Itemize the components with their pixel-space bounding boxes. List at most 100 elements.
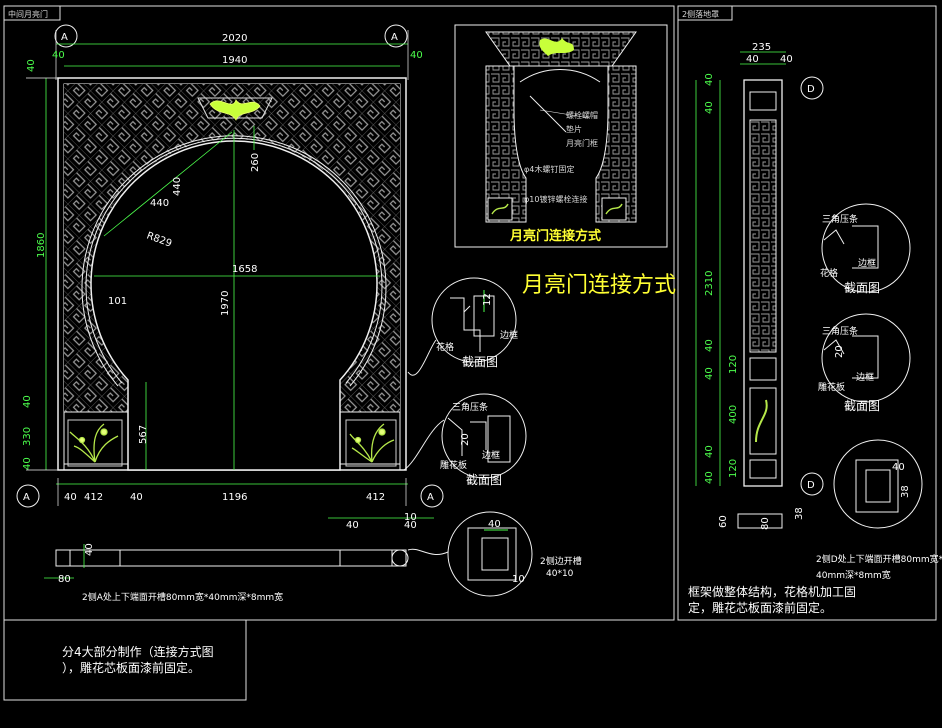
dim-top-right: 40: [410, 50, 423, 61]
svg-text:10: 10: [512, 574, 525, 585]
svg-text:60: 60: [718, 515, 729, 528]
svg-text:A: A: [61, 32, 68, 43]
svg-text:40: 40: [704, 339, 715, 352]
svg-text:A: A: [23, 492, 30, 503]
side-dimension-lines: [695, 51, 786, 486]
section-view-label-2: 截面图: [466, 473, 502, 487]
dim-opening-width: 1658: [232, 264, 257, 275]
dim-567: 567: [138, 425, 149, 444]
dim-bottom-1196: 1196: [222, 492, 247, 503]
side-section-lower: 三角压条 20 雕花板 边框 截面图: [818, 313, 911, 413]
svg-text:截面图: 截面图: [844, 399, 880, 413]
svg-text:花格: 花格: [436, 341, 454, 353]
side-screen-elevation: [743, 79, 783, 487]
svg-text:三角压条: 三角压条: [452, 401, 488, 413]
dim-small-40: 40: [404, 520, 417, 531]
dim-bottom-40c: 40: [346, 520, 359, 531]
rail-dim-80: 80: [58, 574, 71, 585]
front-dimension-lines: [45, 43, 434, 519]
dim-height-total: 1860: [36, 233, 47, 258]
dim-top-left: 40: [52, 50, 65, 61]
grid-marker-a-top-right: A: [384, 24, 408, 48]
svg-text:D: D: [807, 480, 815, 491]
svg-text:40: 40: [892, 462, 905, 473]
svg-text:φ4木螺钉固定: φ4木螺钉固定: [524, 164, 574, 174]
dim-top-rail: 40: [26, 59, 37, 72]
dim-small-10: 10: [404, 512, 417, 523]
svg-text:月亮门框: 月亮门框: [566, 138, 598, 148]
svg-text:2310: 2310: [704, 271, 715, 296]
grid-marker-d-top: D: [800, 76, 824, 100]
svg-text:边框: 边框: [500, 329, 518, 341]
svg-text:40: 40: [780, 54, 793, 65]
svg-text:花格: 花格: [820, 267, 838, 279]
dim-bot-330: 330: [22, 427, 33, 446]
svg-text:D: D: [807, 84, 815, 95]
groove-detail: 40 10 2侧边开槽 40*10: [407, 511, 582, 597]
grid-marker-d-bottom: D: [800, 472, 824, 496]
dim-bottom-40a: 40: [64, 492, 77, 503]
svg-text:40: 40: [704, 471, 715, 484]
svg-text:截面图: 截面图: [844, 281, 880, 295]
svg-text:螺栓螺帽: 螺栓螺帽: [566, 110, 598, 120]
svg-text:雕花板: 雕花板: [440, 459, 467, 471]
bottom-rail-plan: [55, 549, 409, 567]
svg-text:120: 120: [728, 459, 739, 478]
right-note: 框架做整体结构，花格机加工固定，雕花芯板面漆前固定。: [688, 584, 856, 615]
dim-bottom-412b: 412: [366, 492, 385, 503]
grid-marker-a-bottom-right: A: [420, 484, 444, 508]
svg-text:三角压条: 三角压条: [822, 325, 858, 337]
rail-dim-40: 40: [84, 543, 95, 556]
groove-note: 2侧边开槽: [540, 555, 582, 567]
svg-text:边框: 边框: [858, 257, 876, 269]
svg-text:边框: 边框: [482, 449, 500, 461]
svg-text:80: 80: [760, 517, 771, 530]
section-callout-lower: 三角压条 20 雕花板 边框 截面图: [403, 393, 527, 487]
svg-text:12: 12: [482, 293, 493, 306]
svg-text:雕花板: 雕花板: [818, 381, 845, 393]
svg-text:40: 40: [704, 367, 715, 380]
svg-text:120: 120: [728, 355, 739, 374]
svg-text:40: 40: [704, 101, 715, 114]
orchid-carving-right: [349, 423, 395, 463]
connection-title-big: 月亮门连接方式: [522, 273, 676, 298]
grid-marker-a-top-left: A: [54, 24, 78, 48]
top-carving: [197, 97, 273, 121]
svg-text:2侧落地罩: 2侧落地罩: [682, 9, 719, 19]
svg-text:20: 20: [460, 433, 471, 446]
dim-bot-40b: 40: [22, 457, 33, 470]
connection-title-small: 月亮门连接方式: [509, 228, 601, 244]
svg-text:40: 40: [488, 519, 501, 530]
svg-text:边框: 边框: [856, 371, 874, 383]
svg-text:φ10镀锌螺栓连接: φ10镀锌螺栓连接: [524, 194, 587, 204]
svg-text:2侧D处上下端面开槽80mm宽*40mm深*8mm宽: 2侧D处上下端面开槽80mm宽*40mm深*8mm宽: [816, 553, 942, 581]
svg-text:20: 20: [834, 345, 845, 358]
section-callout-upper: 12 花格 边框 截面图: [407, 277, 518, 376]
svg-text:垫片: 垫片: [566, 124, 582, 134]
dim-bottom-412a: 412: [84, 492, 103, 503]
side-section-upper: 三角压条 花格 边框 截面图: [820, 203, 911, 295]
bottom-rail-dims: [44, 544, 85, 579]
dim-440a: 440: [150, 198, 169, 209]
dim-opening-height: 1970: [220, 291, 231, 316]
svg-text:40: 40: [746, 54, 759, 65]
svg-text:40: 40: [704, 73, 715, 86]
svg-text:三角压条: 三角压条: [822, 213, 858, 225]
dim-top-inner: 1940: [222, 55, 247, 66]
side-rail-detail: 40 38 60 80 38 2侧D处上下端面开槽80mm宽*40mm深*8mm…: [718, 439, 942, 581]
dim-101: 101: [108, 296, 127, 307]
svg-text:400: 400: [728, 405, 739, 424]
svg-text:A: A: [391, 32, 398, 43]
dim-bottom-40b: 40: [130, 492, 143, 503]
dim-440b: 440: [172, 177, 183, 196]
svg-text:A: A: [427, 492, 434, 503]
section-view-label-1: 截面图: [462, 355, 498, 369]
panel-borders: [3, 5, 937, 701]
dim-260: 260: [250, 153, 261, 172]
grid-marker-a-bottom-left: A: [16, 484, 40, 508]
svg-text:235: 235: [752, 42, 771, 53]
svg-text:38: 38: [794, 507, 805, 520]
connection-detail: 螺栓螺帽 垫片 月亮门框 φ4木螺钉固定 φ10镀锌螺栓连接 月亮门连接方式: [454, 24, 668, 248]
